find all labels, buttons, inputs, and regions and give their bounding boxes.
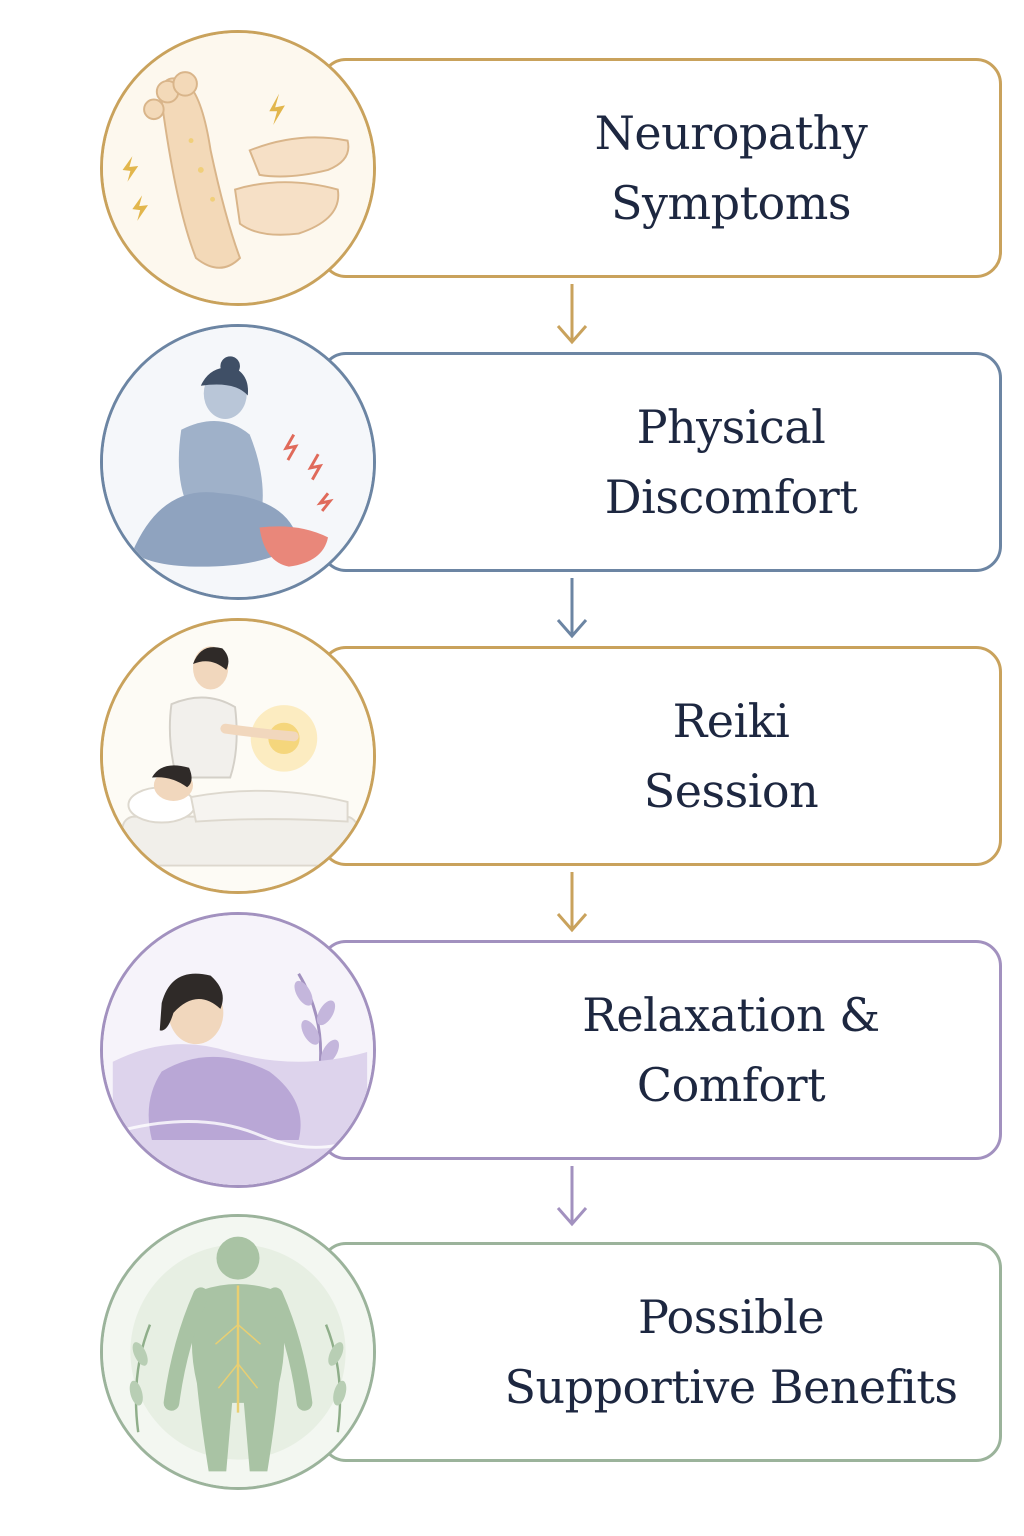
nervous-system-body-icon <box>100 1214 376 1490</box>
step-label-line2: Supportive Benefits <box>504 1360 958 1414</box>
step-card: Reiki Session <box>320 646 1002 866</box>
step-label-line1: Neuropathy <box>594 106 868 160</box>
foot-tingling-icon <box>100 30 376 306</box>
step-label: Reiki Session <box>463 649 999 863</box>
step-label-line1: Reiki <box>672 694 790 748</box>
relaxed-person-icon <box>100 912 376 1188</box>
step-label: Physical Discomfort <box>463 355 999 569</box>
step-card: Relaxation & Comfort <box>320 940 1002 1160</box>
step-label-line1: Physical <box>636 400 826 454</box>
step-label: Possible Supportive Benefits <box>463 1245 999 1459</box>
step-label: Neuropathy Symptoms <box>463 61 999 275</box>
step-label: Relaxation & Comfort <box>463 943 999 1157</box>
arrow-down-icon <box>556 284 588 345</box>
step-label-line2: Comfort <box>636 1058 826 1112</box>
step-card: Neuropathy Symptoms <box>320 58 1002 278</box>
step-card: Physical Discomfort <box>320 352 1002 572</box>
step-label-line2: Symptoms <box>611 176 851 230</box>
step-possible-supportive-benefits: Possible Supportive Benefits <box>100 1214 1002 1490</box>
step-label-line1: Possible <box>637 1290 825 1344</box>
reiki-practitioner-icon <box>100 618 376 894</box>
step-reiki-session: Reiki Session <box>100 618 1002 894</box>
step-label-line2: Discomfort <box>604 470 858 524</box>
step-label-line1: Relaxation & <box>582 988 880 1042</box>
step-label-line2: Session <box>643 764 819 818</box>
step-physical-discomfort: Physical Discomfort <box>100 324 1002 600</box>
arrow-down-icon <box>556 578 588 639</box>
step-card: Possible Supportive Benefits <box>320 1242 1002 1462</box>
arrow-down-icon <box>556 1166 588 1227</box>
step-relaxation-comfort: Relaxation & Comfort <box>100 912 1002 1188</box>
person-holding-foot-icon <box>100 324 376 600</box>
step-neuropathy-symptoms: Neuropathy Symptoms <box>100 30 1002 306</box>
arrow-down-icon <box>556 872 588 933</box>
